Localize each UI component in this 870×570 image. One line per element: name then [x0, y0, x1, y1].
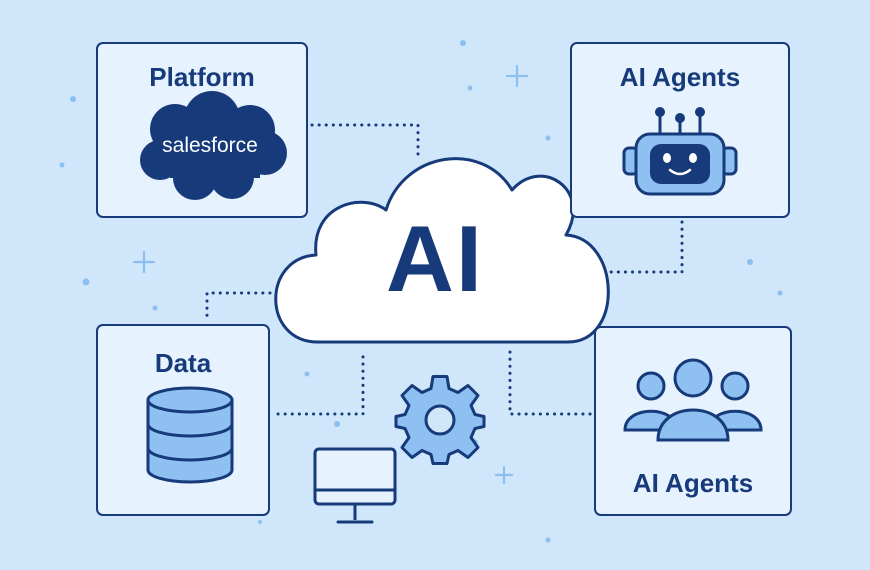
connector-gear-left [276, 350, 365, 416]
dotted-connectors [205, 123, 684, 416]
platform-title: Platform [149, 62, 255, 92]
ai-agents-top-title: AI Agents [619, 62, 741, 92]
ai-agents-bottom-title: AI Agents [632, 468, 754, 498]
background-dots [59, 40, 783, 543]
center-ai-label: AI [386, 206, 484, 311]
connector-data [205, 291, 272, 324]
salesforce-logo-text: salesforce [162, 134, 258, 157]
connector-agents-bottom [508, 350, 596, 416]
background-plus-signs [132, 64, 529, 485]
data-title: Data [154, 348, 212, 378]
connector-agents-top [598, 220, 684, 274]
connector-platform [310, 123, 420, 162]
